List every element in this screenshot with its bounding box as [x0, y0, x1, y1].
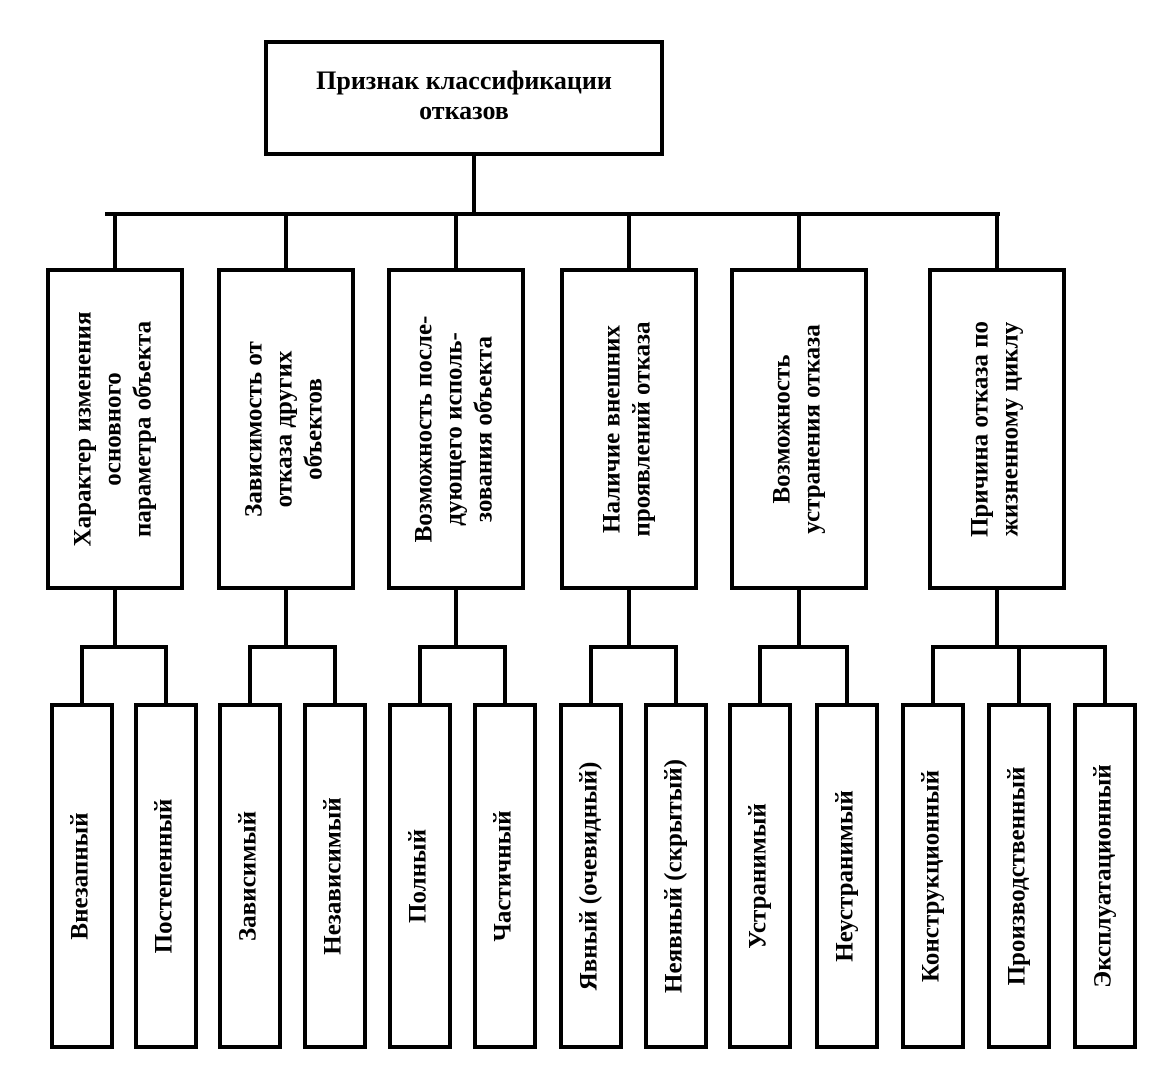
category-label-line: основного	[100, 372, 127, 486]
category-label-line: Возможность после-	[411, 316, 438, 543]
leaf-node-явный-очевидный: Явный (очевидный)	[559, 703, 623, 1049]
leaf-label: Неявный (скрытый)	[661, 759, 688, 993]
category-label-line: Характер изменения	[70, 312, 97, 547]
leaf-node-постепенный: Постепенный	[134, 703, 198, 1049]
leaf-node-внезапный: Внезапный	[50, 703, 114, 1049]
category-node-3: Возможность после-дующего исполь-зования…	[387, 268, 525, 590]
leaf-label: Устранимый	[745, 803, 772, 949]
leaf-label: Зависимый	[235, 811, 262, 941]
leaf-node-неустранимый: Неустранимый	[815, 703, 879, 1049]
category-label-line: жизненному циклу	[997, 321, 1024, 536]
leaf-label: Частичный	[490, 810, 517, 941]
category-label-line: объектов	[301, 378, 328, 480]
category-label-line: проявлений отказа	[629, 321, 656, 537]
leaf-node-конструкционный: Конструкционный	[901, 703, 965, 1049]
leaf-node-эксплуатационный: Эксплуатационный	[1073, 703, 1137, 1049]
leaf-node-производственный: Производственный	[987, 703, 1051, 1049]
category-label-line: параметра объекта	[130, 320, 157, 537]
leaf-node-неявный-скрытый: Неявный (скрытый)	[644, 703, 708, 1049]
leaf-label: Неустранимый	[832, 790, 859, 962]
leaf-label: Постепенный	[151, 799, 178, 954]
category-label-line: Причина отказа по	[967, 321, 994, 537]
leaf-label: Производственный	[1004, 767, 1031, 986]
category-label-line: отказа других	[271, 350, 298, 507]
leaf-node-устранимый: Устранимый	[728, 703, 792, 1049]
leaf-label: Эксплуатационный	[1090, 764, 1117, 987]
root-label-line-2: отказов	[419, 96, 509, 125]
category-label-line: Зависимость от	[241, 341, 268, 517]
leaf-node-полный: Полный	[388, 703, 452, 1049]
leaf-label: Конструкционный	[918, 770, 945, 982]
leaf-label: Полный	[405, 829, 432, 923]
leaf-label: Явный (очевидный)	[576, 762, 603, 991]
category-label-line: Возможность	[769, 354, 796, 503]
category-label-line: устранения отказа	[799, 324, 826, 534]
connector-lines	[80, 154, 1107, 705]
leaf-node-независимый: Независимый	[303, 703, 367, 1049]
category-label-line: зования объекта	[471, 336, 498, 522]
root-label-line-1: Признак классификации	[316, 66, 612, 95]
leaf-node-частичный: Частичный	[473, 703, 537, 1049]
root-node: Признак классификации отказов	[264, 40, 664, 156]
leaf-label: Независимый	[320, 797, 347, 954]
category-label-line: дующего исполь-	[441, 332, 468, 526]
leaf-node-зависимый: Зависимый	[218, 703, 282, 1049]
leaf-label: Внезапный	[67, 812, 94, 939]
leaf-nodes: Внезапный Постепенный Зависимый Независимый…	[50, 703, 1137, 1049]
category-label-line: Наличие внешних	[599, 325, 626, 533]
